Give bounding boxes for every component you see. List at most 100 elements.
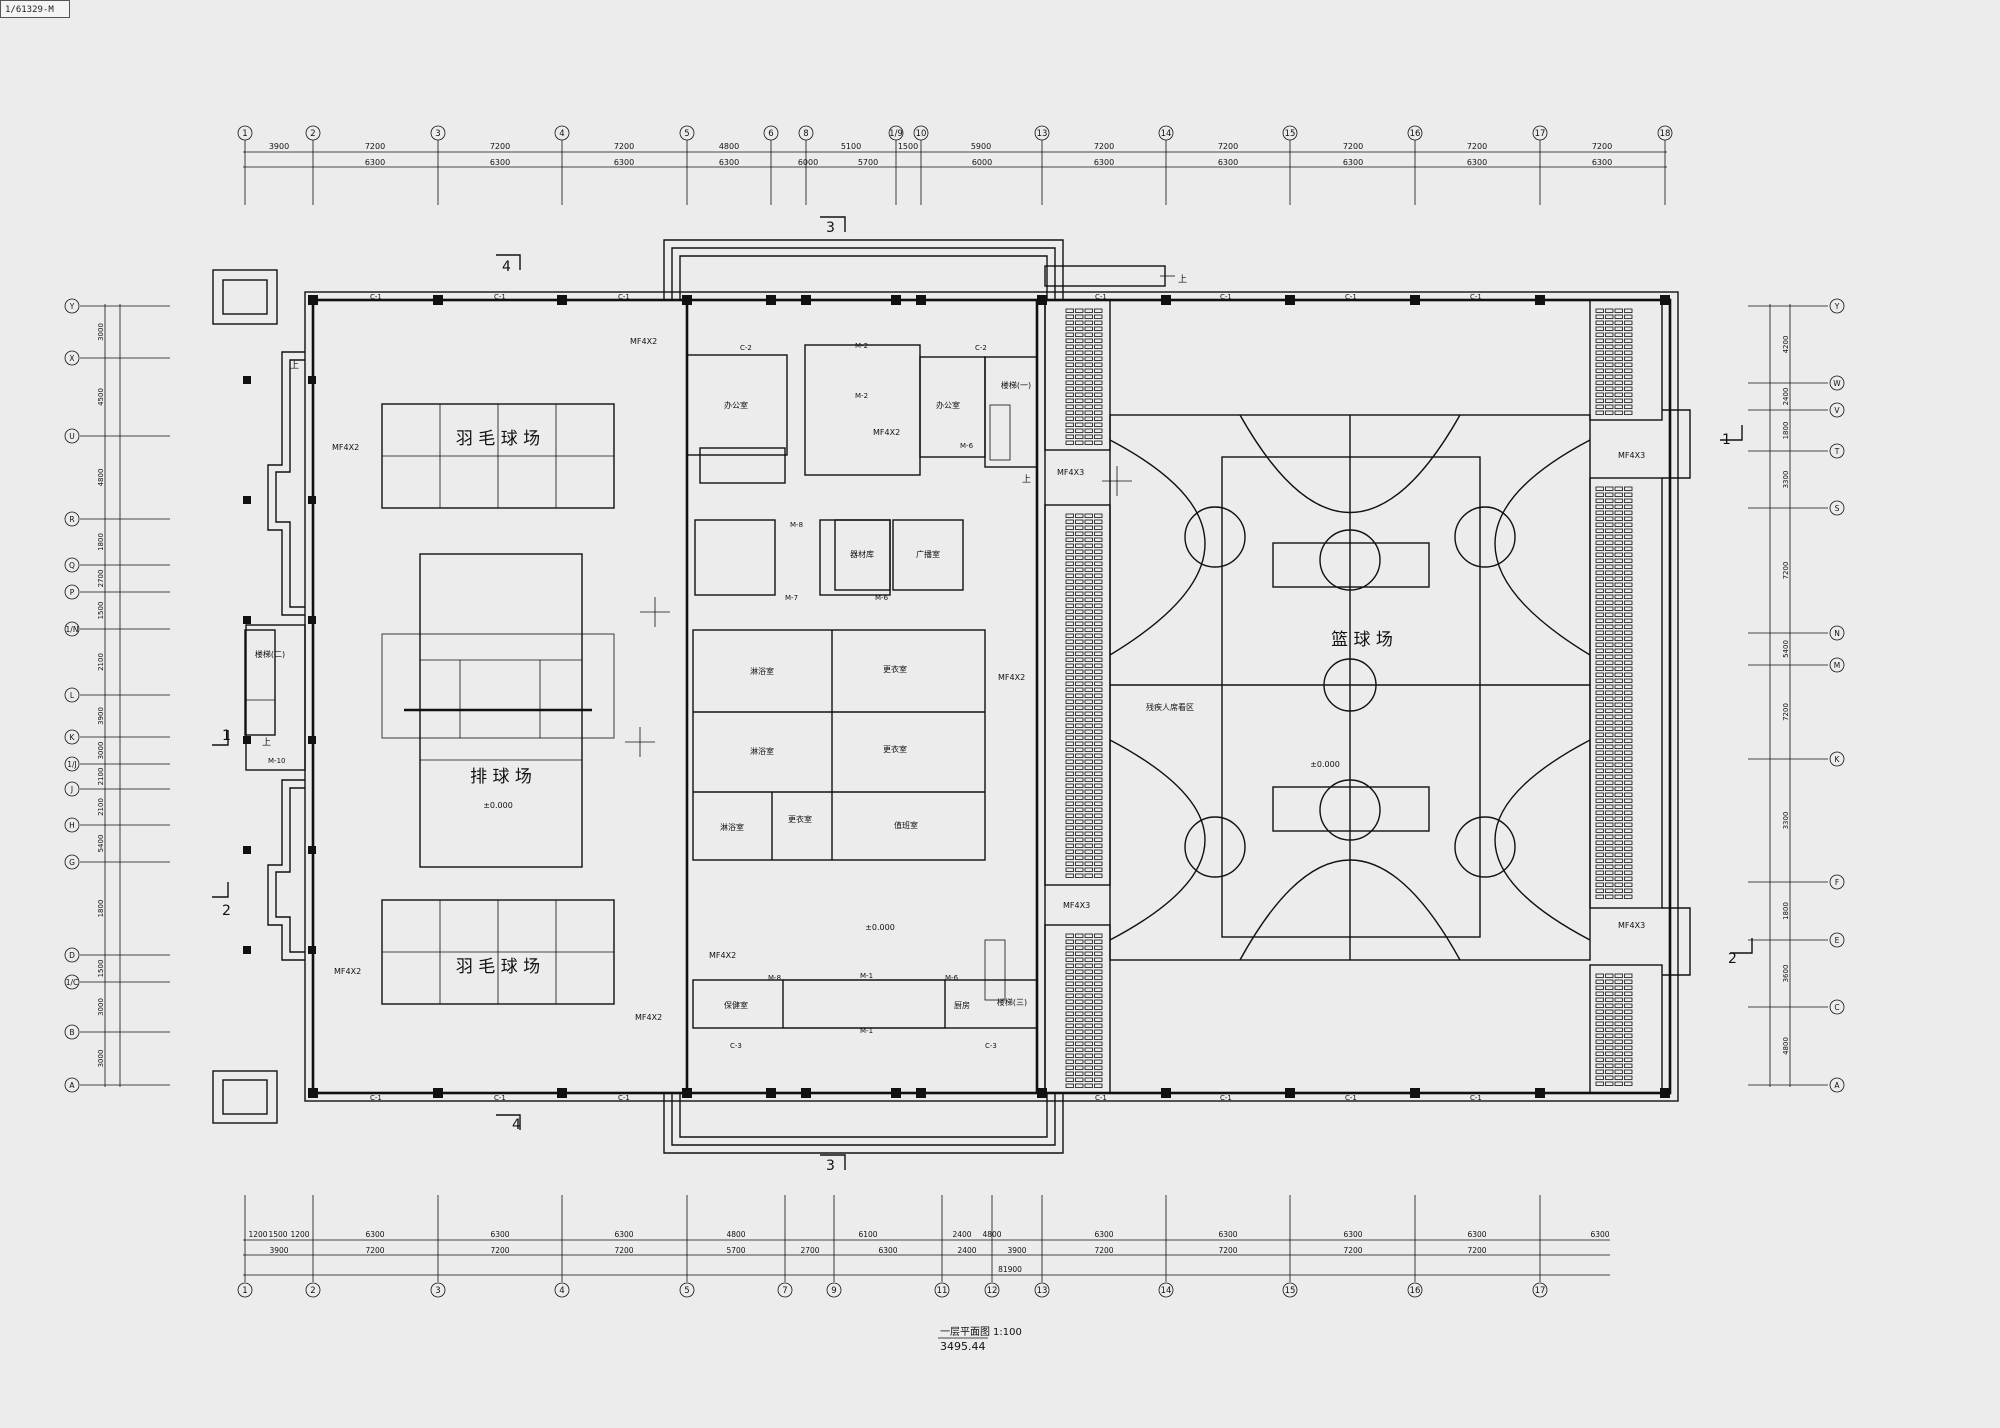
seat [1605, 1063, 1614, 1068]
seat [1065, 1029, 1074, 1034]
seat [1065, 765, 1074, 770]
seat [1614, 792, 1623, 797]
seat [1595, 684, 1604, 689]
grid-bubble-label: T [1834, 447, 1840, 456]
seat [1065, 603, 1074, 608]
grid-bubble-label: 3 [435, 129, 440, 139]
seat [1065, 1053, 1074, 1058]
seat [1624, 624, 1633, 629]
seat [1075, 1077, 1084, 1082]
seat [1094, 753, 1103, 758]
seat [1614, 1015, 1623, 1020]
seat [1084, 759, 1093, 764]
seat [1595, 392, 1604, 397]
seat [1065, 398, 1074, 403]
seat [1605, 648, 1614, 653]
door-tag: MF4X2 [709, 951, 736, 960]
seat [1084, 621, 1093, 626]
seat [1595, 338, 1604, 343]
seat [1075, 1029, 1084, 1034]
seat [1094, 392, 1103, 397]
seat [1094, 591, 1103, 596]
seat [1075, 392, 1084, 397]
door-tag: MF4X3 [1618, 921, 1645, 930]
seat [1094, 1053, 1103, 1058]
column [243, 846, 251, 854]
seat [1075, 609, 1084, 614]
seat [1084, 699, 1093, 704]
seat [1065, 368, 1074, 373]
seat [1614, 678, 1623, 683]
seat [1624, 888, 1633, 893]
seat [1605, 834, 1614, 839]
column [1285, 1088, 1295, 1098]
seat [1614, 991, 1623, 996]
seat [1595, 1057, 1604, 1062]
seat [1624, 546, 1633, 551]
seat [1624, 392, 1633, 397]
dimension-text: 7200 [490, 142, 510, 151]
seat [1084, 819, 1093, 824]
seat [1075, 987, 1084, 992]
seat [1094, 993, 1103, 998]
seat [1075, 1011, 1084, 1016]
seat [1624, 894, 1633, 899]
seat [1614, 642, 1623, 647]
column [766, 295, 776, 305]
seat [1065, 837, 1074, 842]
seat [1595, 798, 1604, 803]
seat [1605, 404, 1614, 409]
seat [1614, 636, 1623, 641]
dimension-text: 6300 [1592, 158, 1612, 167]
seat [1065, 338, 1074, 343]
seat [1595, 1069, 1604, 1074]
seat [1614, 380, 1623, 385]
seat [1065, 969, 1074, 974]
seat [1075, 537, 1084, 542]
seat [1084, 1053, 1093, 1058]
section-number: 1 [222, 728, 231, 744]
seat [1084, 669, 1093, 674]
seat [1084, 374, 1093, 379]
dimension-text: 3900 [97, 707, 105, 725]
seat [1094, 356, 1103, 361]
seat [1624, 979, 1633, 984]
seat [1624, 1003, 1633, 1008]
dimension-text: 3000 [97, 998, 105, 1016]
seat [1605, 786, 1614, 791]
dimension-text: 4800 [97, 469, 105, 487]
seat [1084, 975, 1093, 980]
seat [1624, 588, 1633, 593]
seat [1624, 991, 1633, 996]
column [1161, 295, 1171, 305]
seat [1614, 516, 1623, 521]
seat [1595, 858, 1604, 863]
seat [1084, 416, 1093, 421]
seat [1595, 708, 1604, 713]
seat [1614, 1021, 1623, 1026]
seat [1595, 642, 1604, 647]
dimension-text: 3600 [1782, 965, 1790, 983]
seat [1075, 645, 1084, 650]
seat [1595, 326, 1604, 331]
seat [1595, 594, 1604, 599]
seat [1614, 356, 1623, 361]
seat [1084, 440, 1093, 445]
column [308, 846, 316, 854]
grid-bubble [1829, 402, 1845, 418]
seat [1075, 945, 1084, 950]
seat [1614, 846, 1623, 851]
seat [1614, 576, 1623, 581]
seat [1075, 368, 1084, 373]
seat [1595, 726, 1604, 731]
seat [1624, 822, 1633, 827]
seat [1065, 308, 1074, 313]
seat [1094, 663, 1103, 668]
grid-bubble-label: Y [1834, 302, 1840, 311]
seat [1605, 654, 1614, 659]
seat [1065, 669, 1074, 674]
seat [1624, 642, 1633, 647]
grid-bubble-label: 15 [1285, 129, 1296, 139]
seat [1595, 846, 1604, 851]
seat [1605, 985, 1614, 990]
